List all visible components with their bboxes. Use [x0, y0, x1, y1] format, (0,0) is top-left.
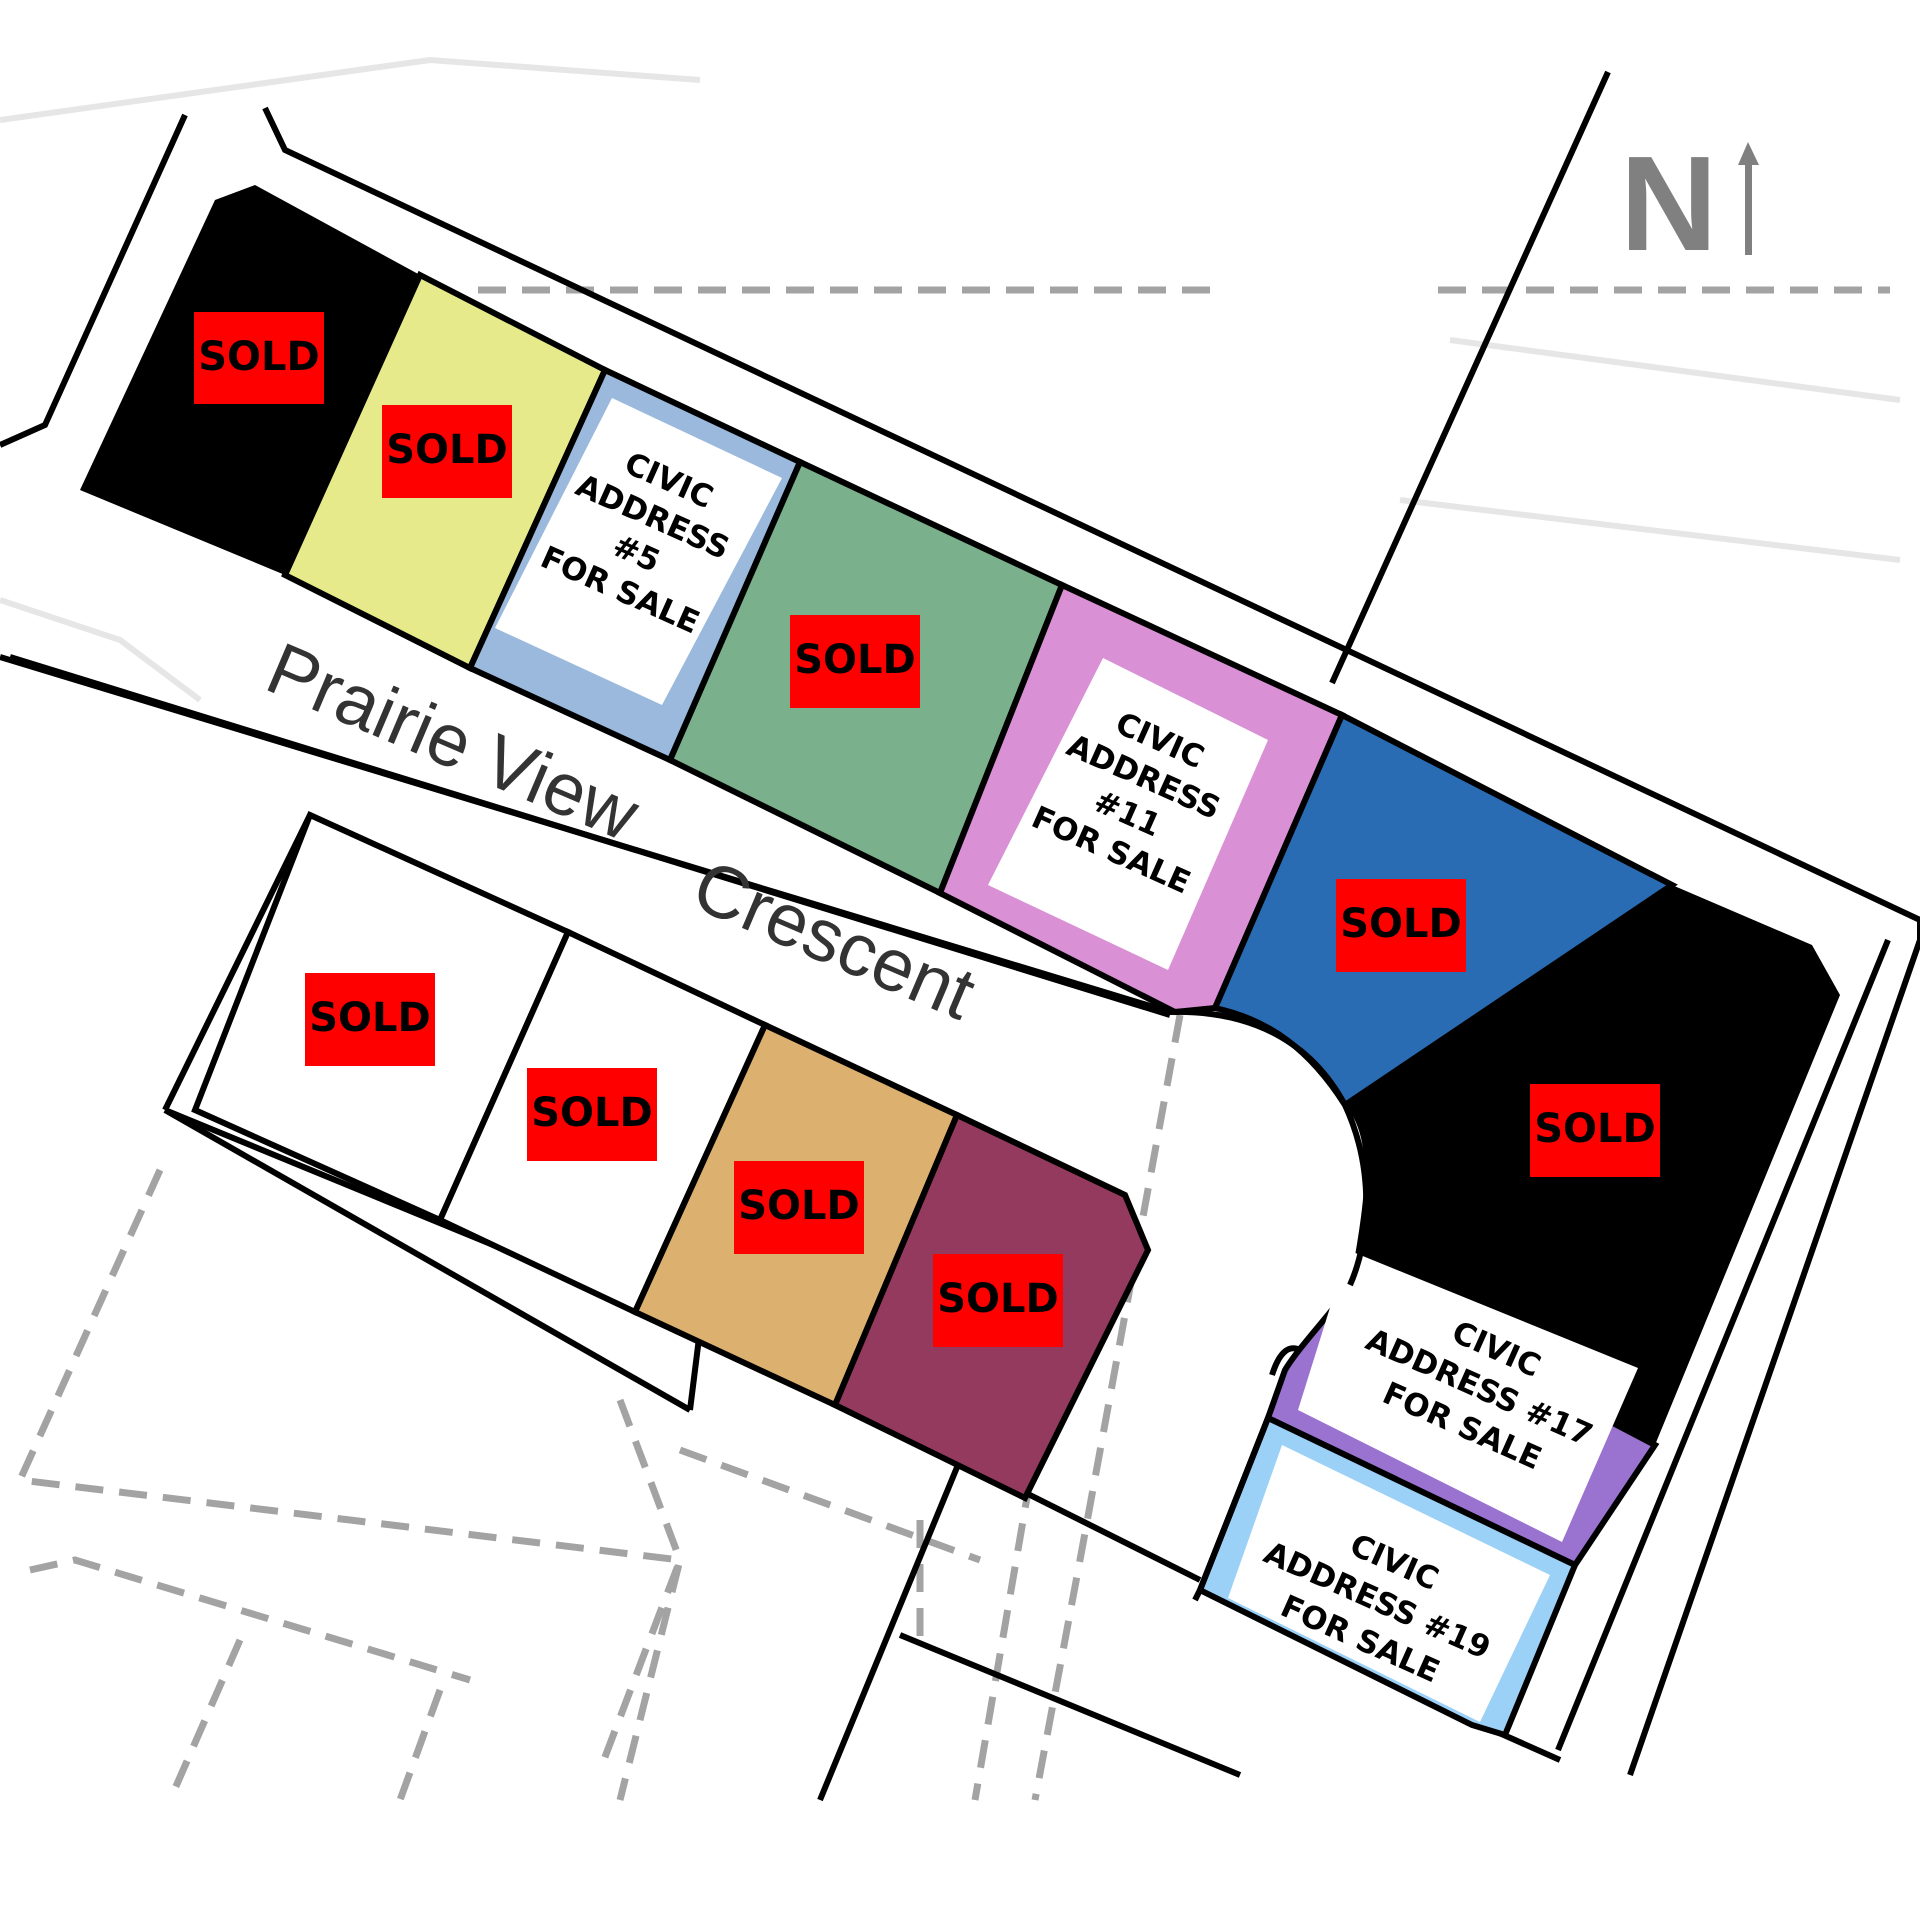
- sold-text: SOLD: [738, 1183, 860, 1229]
- sold-label: SOLD: [382, 405, 512, 498]
- sold-text: SOLD: [386, 427, 508, 473]
- sold-label: SOLD: [734, 1161, 864, 1254]
- sold-label: SOLD: [1530, 1084, 1660, 1177]
- lot-5-sign: [495, 398, 782, 705]
- sold-text: SOLD: [198, 334, 320, 380]
- sold-label: SOLD: [305, 973, 435, 1066]
- north-label: N: [1620, 128, 1718, 279]
- sold-text: SOLD: [937, 1276, 1059, 1322]
- sold-text: SOLD: [794, 637, 916, 683]
- sold-label: SOLD: [194, 312, 324, 404]
- road-outline: [0, 654, 1370, 1602]
- lot-19-sign: [1228, 1445, 1550, 1722]
- sold-label: SOLD: [1336, 879, 1466, 972]
- lot-17-sign: [1298, 1250, 1638, 1542]
- sold-text: SOLD: [531, 1090, 653, 1136]
- dashed-boundaries: [14, 286, 1890, 1802]
- sold-label: SOLD: [790, 615, 920, 708]
- sold-label: SOLD: [933, 1254, 1063, 1347]
- sold-text: SOLD: [309, 995, 431, 1041]
- north-arrow: N: [1620, 128, 1759, 279]
- lot-11-sign: [988, 658, 1268, 970]
- sold-label: SOLD: [527, 1068, 657, 1161]
- sold-text: SOLD: [1534, 1106, 1656, 1152]
- sold-labels: SOLD SOLD SOLD SOLD SOLD SOLD SOLD SOLD: [194, 312, 1660, 1347]
- sold-text: SOLD: [1340, 901, 1462, 947]
